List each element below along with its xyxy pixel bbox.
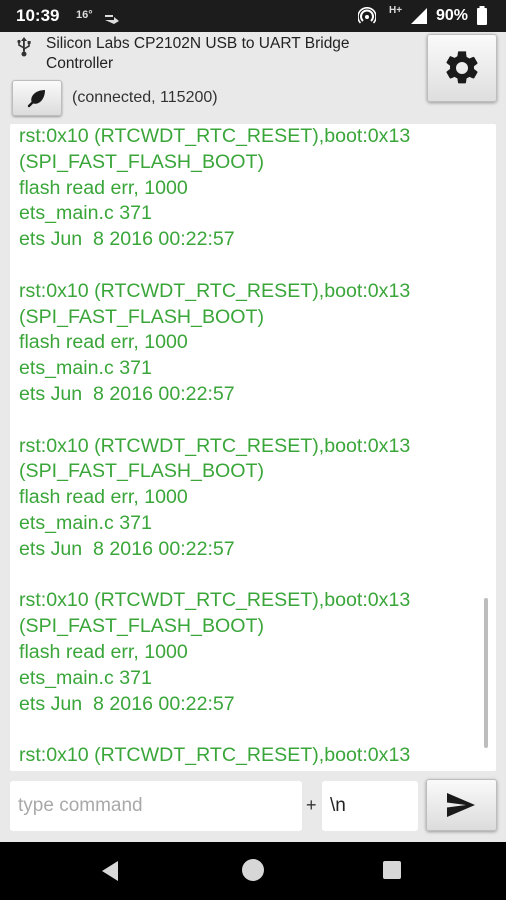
status-temperature: 16°: [76, 9, 93, 21]
terminal-line: flash read err, 1000: [19, 331, 188, 354]
terminal-line: ets Jun 8 2016 00:22:57: [19, 382, 235, 405]
terminal-line: [19, 408, 496, 434]
terminal-line: rst:0x10 (RTCWDT_RTC_RESET),boot:0x13: [19, 125, 411, 147]
back-icon[interactable]: [100, 860, 120, 887]
terminal-line: rst:0x10 (RTCWDT_RTC_RESET),boot:0x13: [19, 589, 411, 612]
terminal-line: (SPI_FAST_FLASH_BOOT): [19, 615, 264, 638]
terminal-output[interactable]: rst:0x10 (RTCWDT_RTC_RESET),boot:0x13 (SP…: [10, 124, 496, 771]
device-name: Silicon Labs CP2102N USB to UART Bridge …: [46, 35, 350, 72]
navigation-bar: [0, 842, 506, 900]
terminal-line: ets Jun 8 2016 00:22:57: [19, 692, 235, 715]
home-icon[interactable]: [242, 859, 264, 881]
terminal-line: [19, 563, 496, 589]
terminal-line: (SPI_FAST_FLASH_BOOT): [19, 305, 264, 328]
terminal-line: [19, 717, 496, 743]
recent-apps-icon[interactable]: [383, 861, 401, 879]
command-input[interactable]: [10, 781, 302, 831]
terminal-line: flash read err, 1000: [19, 640, 188, 663]
terminal-line: ets Jun 8 2016 00:22:57: [19, 228, 235, 251]
terminal-line: ets_main.c 371: [19, 511, 152, 534]
terminal-lines: rst:0x10 (RTCWDT_RTC_RESET),boot:0x13 (SP…: [10, 124, 496, 769]
device-header: Silicon Labs CP2102N USB to UART Bridge …: [0, 32, 506, 122]
terminal-line: ets_main.c 371: [19, 666, 152, 689]
network-type: H+: [389, 5, 403, 16]
battery-icon: [476, 6, 488, 31]
terminal-line: rst:0x10 (RTCWDT_RTC_RESET),boot:0x13: [19, 279, 411, 302]
data-transfer-icon: [104, 11, 120, 29]
signal-icon: [410, 7, 428, 30]
terminal-line: ets_main.c 371: [19, 202, 152, 225]
plus-sign: +: [306, 795, 317, 815]
settings-button[interactable]: [427, 34, 497, 102]
terminal-line: ets_main.c 371: [19, 357, 152, 380]
terminal-line: ets Jun 8 2016 00:22:57: [19, 537, 235, 560]
terminal-line: rst:0x10 (RTCWDT_RTC_RESET),boot:0x13: [19, 744, 411, 767]
status-bar: 10:39 16° H+ 90%: [0, 0, 506, 32]
status-time: 10:39: [16, 6, 60, 25]
terminal-line: (SPI_FAST_FLASH_BOOT): [19, 460, 264, 483]
terminal-line: (SPI_FAST_FLASH_BOOT): [19, 150, 264, 173]
terminal-line: flash read err, 1000: [19, 486, 188, 509]
terminal-line: flash read err, 1000: [19, 176, 188, 199]
hotspot-icon: [357, 7, 377, 30]
connect-button[interactable]: [12, 80, 62, 116]
connection-status: (connected, 115200): [72, 89, 218, 106]
terminal-line: [19, 253, 496, 279]
send-button[interactable]: [426, 779, 497, 831]
usb-icon: [16, 36, 32, 63]
terminal-scrollbar[interactable]: [484, 598, 488, 748]
line-ending-input[interactable]: [322, 781, 418, 831]
battery-percentage: 90%: [435, 7, 468, 24]
terminal-line: rst:0x10 (RTCWDT_RTC_RESET),boot:0x13: [19, 434, 411, 457]
